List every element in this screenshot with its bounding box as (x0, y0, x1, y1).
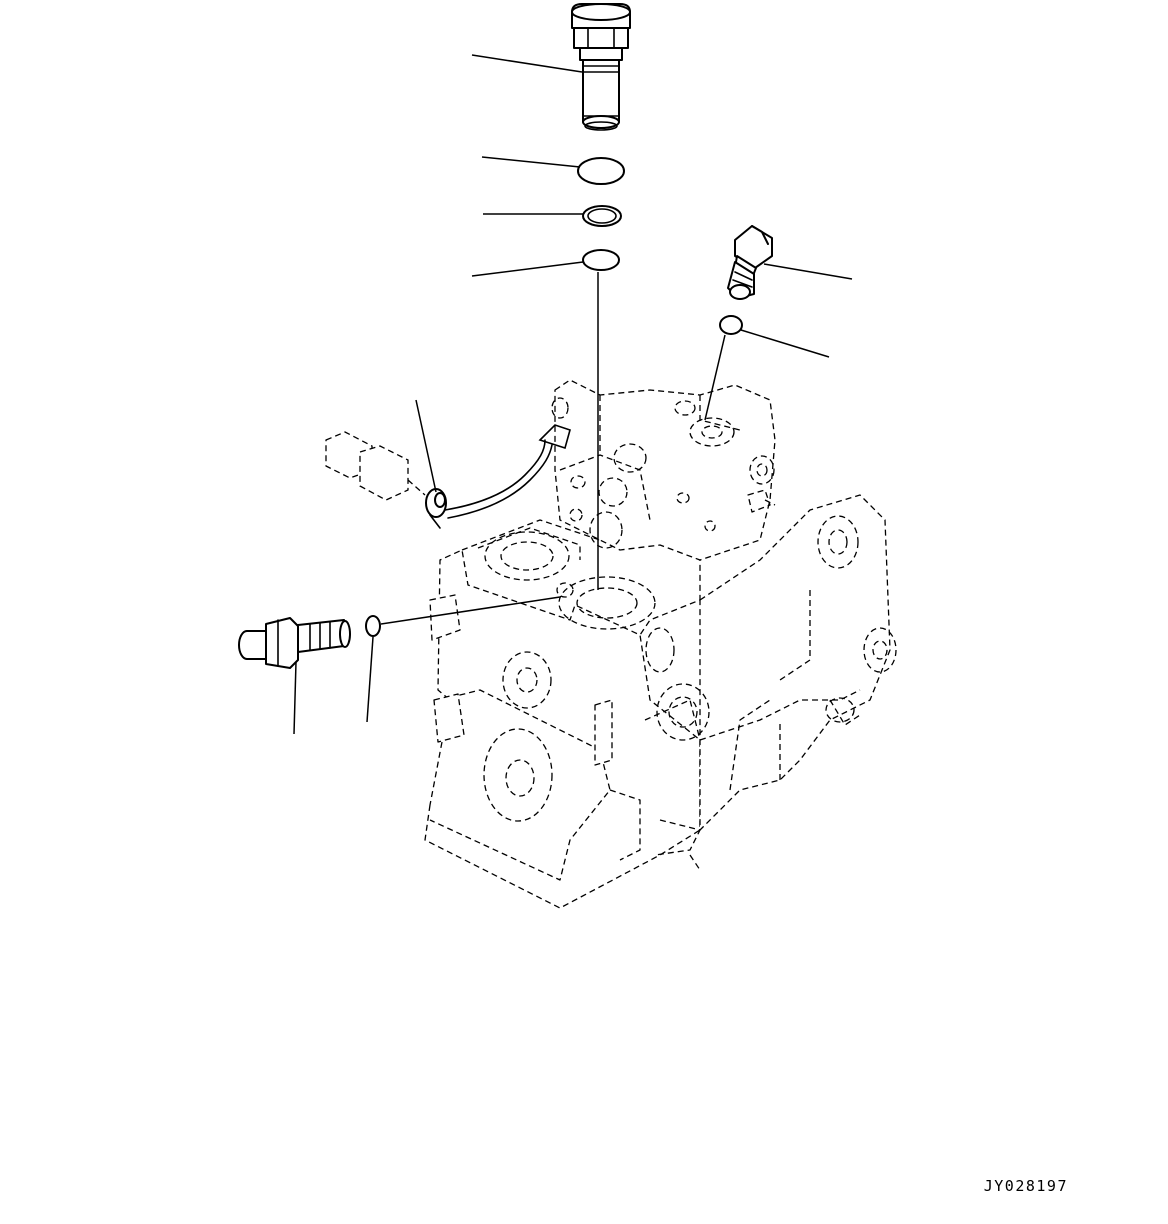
pressure-plug-right (727, 225, 773, 300)
port-openings (483, 397, 897, 822)
o-ring-right (719, 315, 743, 335)
backup-ring (582, 205, 622, 227)
harness-clamp (425, 488, 447, 529)
relief-cartridge (571, 3, 631, 131)
grease-fitting (747, 489, 776, 513)
leader-lines (293, 54, 853, 735)
o-ring-left (365, 615, 381, 637)
drawing-code: JY028197 (983, 1177, 1068, 1195)
o-ring-lower (582, 249, 620, 271)
pressure-plug-left (238, 617, 351, 669)
o-ring-upper (577, 157, 625, 185)
wiring-harness (325, 424, 571, 519)
valve-body-phantom (424, 379, 891, 909)
